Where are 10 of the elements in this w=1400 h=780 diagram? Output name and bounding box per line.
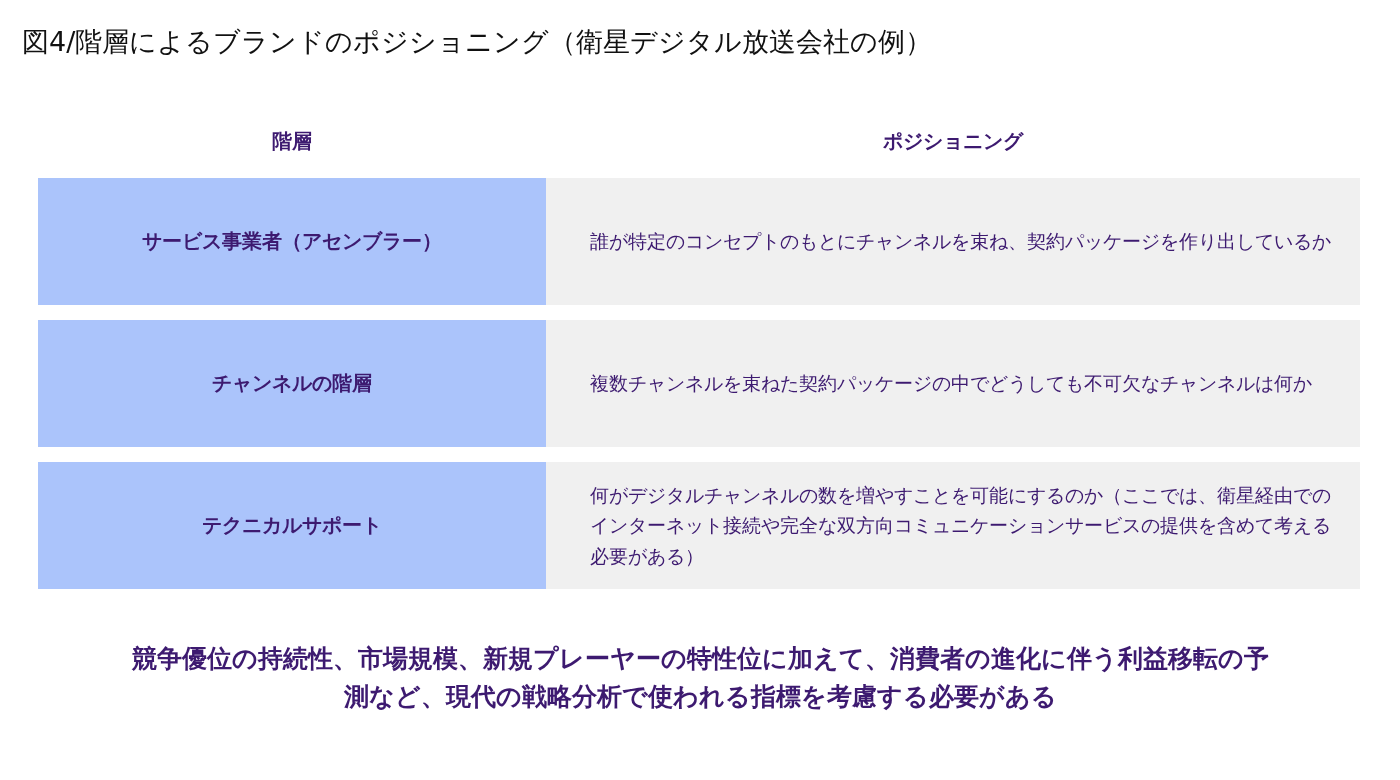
layer-cell: チャンネルの階層 bbox=[38, 320, 546, 447]
layer-cell: テクニカルサポート bbox=[38, 462, 546, 589]
positioning-cell: 複数チャンネルを束ねた契約パッケージの中でどうしても不可欠なチャンネルは何か bbox=[546, 320, 1360, 447]
summary-note: 競争優位の持続性、市場規模、新規プレーヤーの特性位に加えて、消費者の進化に伴う利益移転の予測など、現代の戦略分析で使われる指標を考慮する必要がある bbox=[130, 643, 1270, 713]
diagram-title: 図4/階層によるブランドのポジショニング（衛星デジタル放送会社の例） bbox=[22, 25, 933, 59]
positioning-cell: 誰が特定のコンセプトのもとにチャンネルを束ね、契約パッケージを作り出しているか bbox=[546, 178, 1360, 305]
column-header: 階層 bbox=[271, 128, 313, 154]
layer-cell: サービス事業者（アセンブラー） bbox=[38, 178, 546, 305]
column-header: ポジショニング bbox=[882, 128, 1025, 154]
positioning-cell: 何がデジタルチャンネルの数を増やすことを可能にするのか（ここでは、衛星経由でのインターネット接続や完全な双方向コミュニケーションサービスの提供を含めて考える必要がある） bbox=[546, 462, 1360, 589]
